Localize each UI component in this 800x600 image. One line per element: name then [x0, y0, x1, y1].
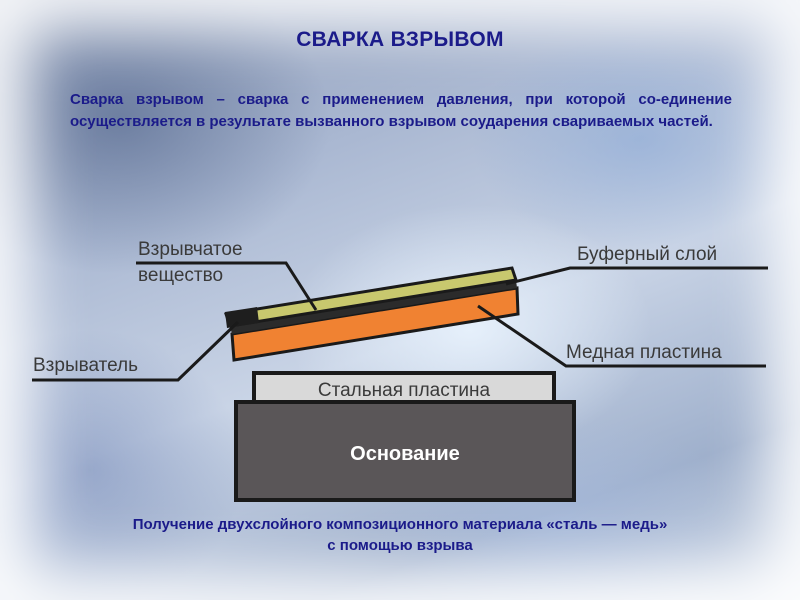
base-block: [234, 400, 576, 502]
copper-plate-label: Медная пластина: [566, 342, 722, 363]
steel-plate: [252, 371, 556, 404]
base-label: Основание: [350, 443, 460, 465]
leader-explosive: [136, 261, 318, 311]
explosive-label-line1: Взрывчатое: [138, 239, 243, 260]
buffer-layer-label: Буферный слой: [577, 244, 718, 265]
caption-line1: Получение двухслойного композиционного м…: [132, 516, 668, 533]
copper-plate: [230, 286, 520, 362]
leader-detonator: [32, 320, 240, 382]
definition-text: Сварка взрывом – сварка с применением да…: [70, 91, 732, 130]
detonator-label: Взрыватель: [33, 355, 139, 376]
buffer-layer: [230, 280, 517, 334]
page-title: СВАРКА ВЗРЫВОМ: [296, 28, 504, 51]
steel-plate-label: Стальная пластина: [318, 380, 491, 401]
leader-copper: [477, 304, 766, 368]
caption-line2: с помощью взрыва: [327, 537, 473, 554]
detonator: [225, 307, 259, 328]
explosive-label-line2: вещество: [138, 265, 224, 286]
leader-buffer: [505, 266, 768, 286]
figure-caption: Получение двухслойного композиционного м…: [60, 514, 740, 556]
